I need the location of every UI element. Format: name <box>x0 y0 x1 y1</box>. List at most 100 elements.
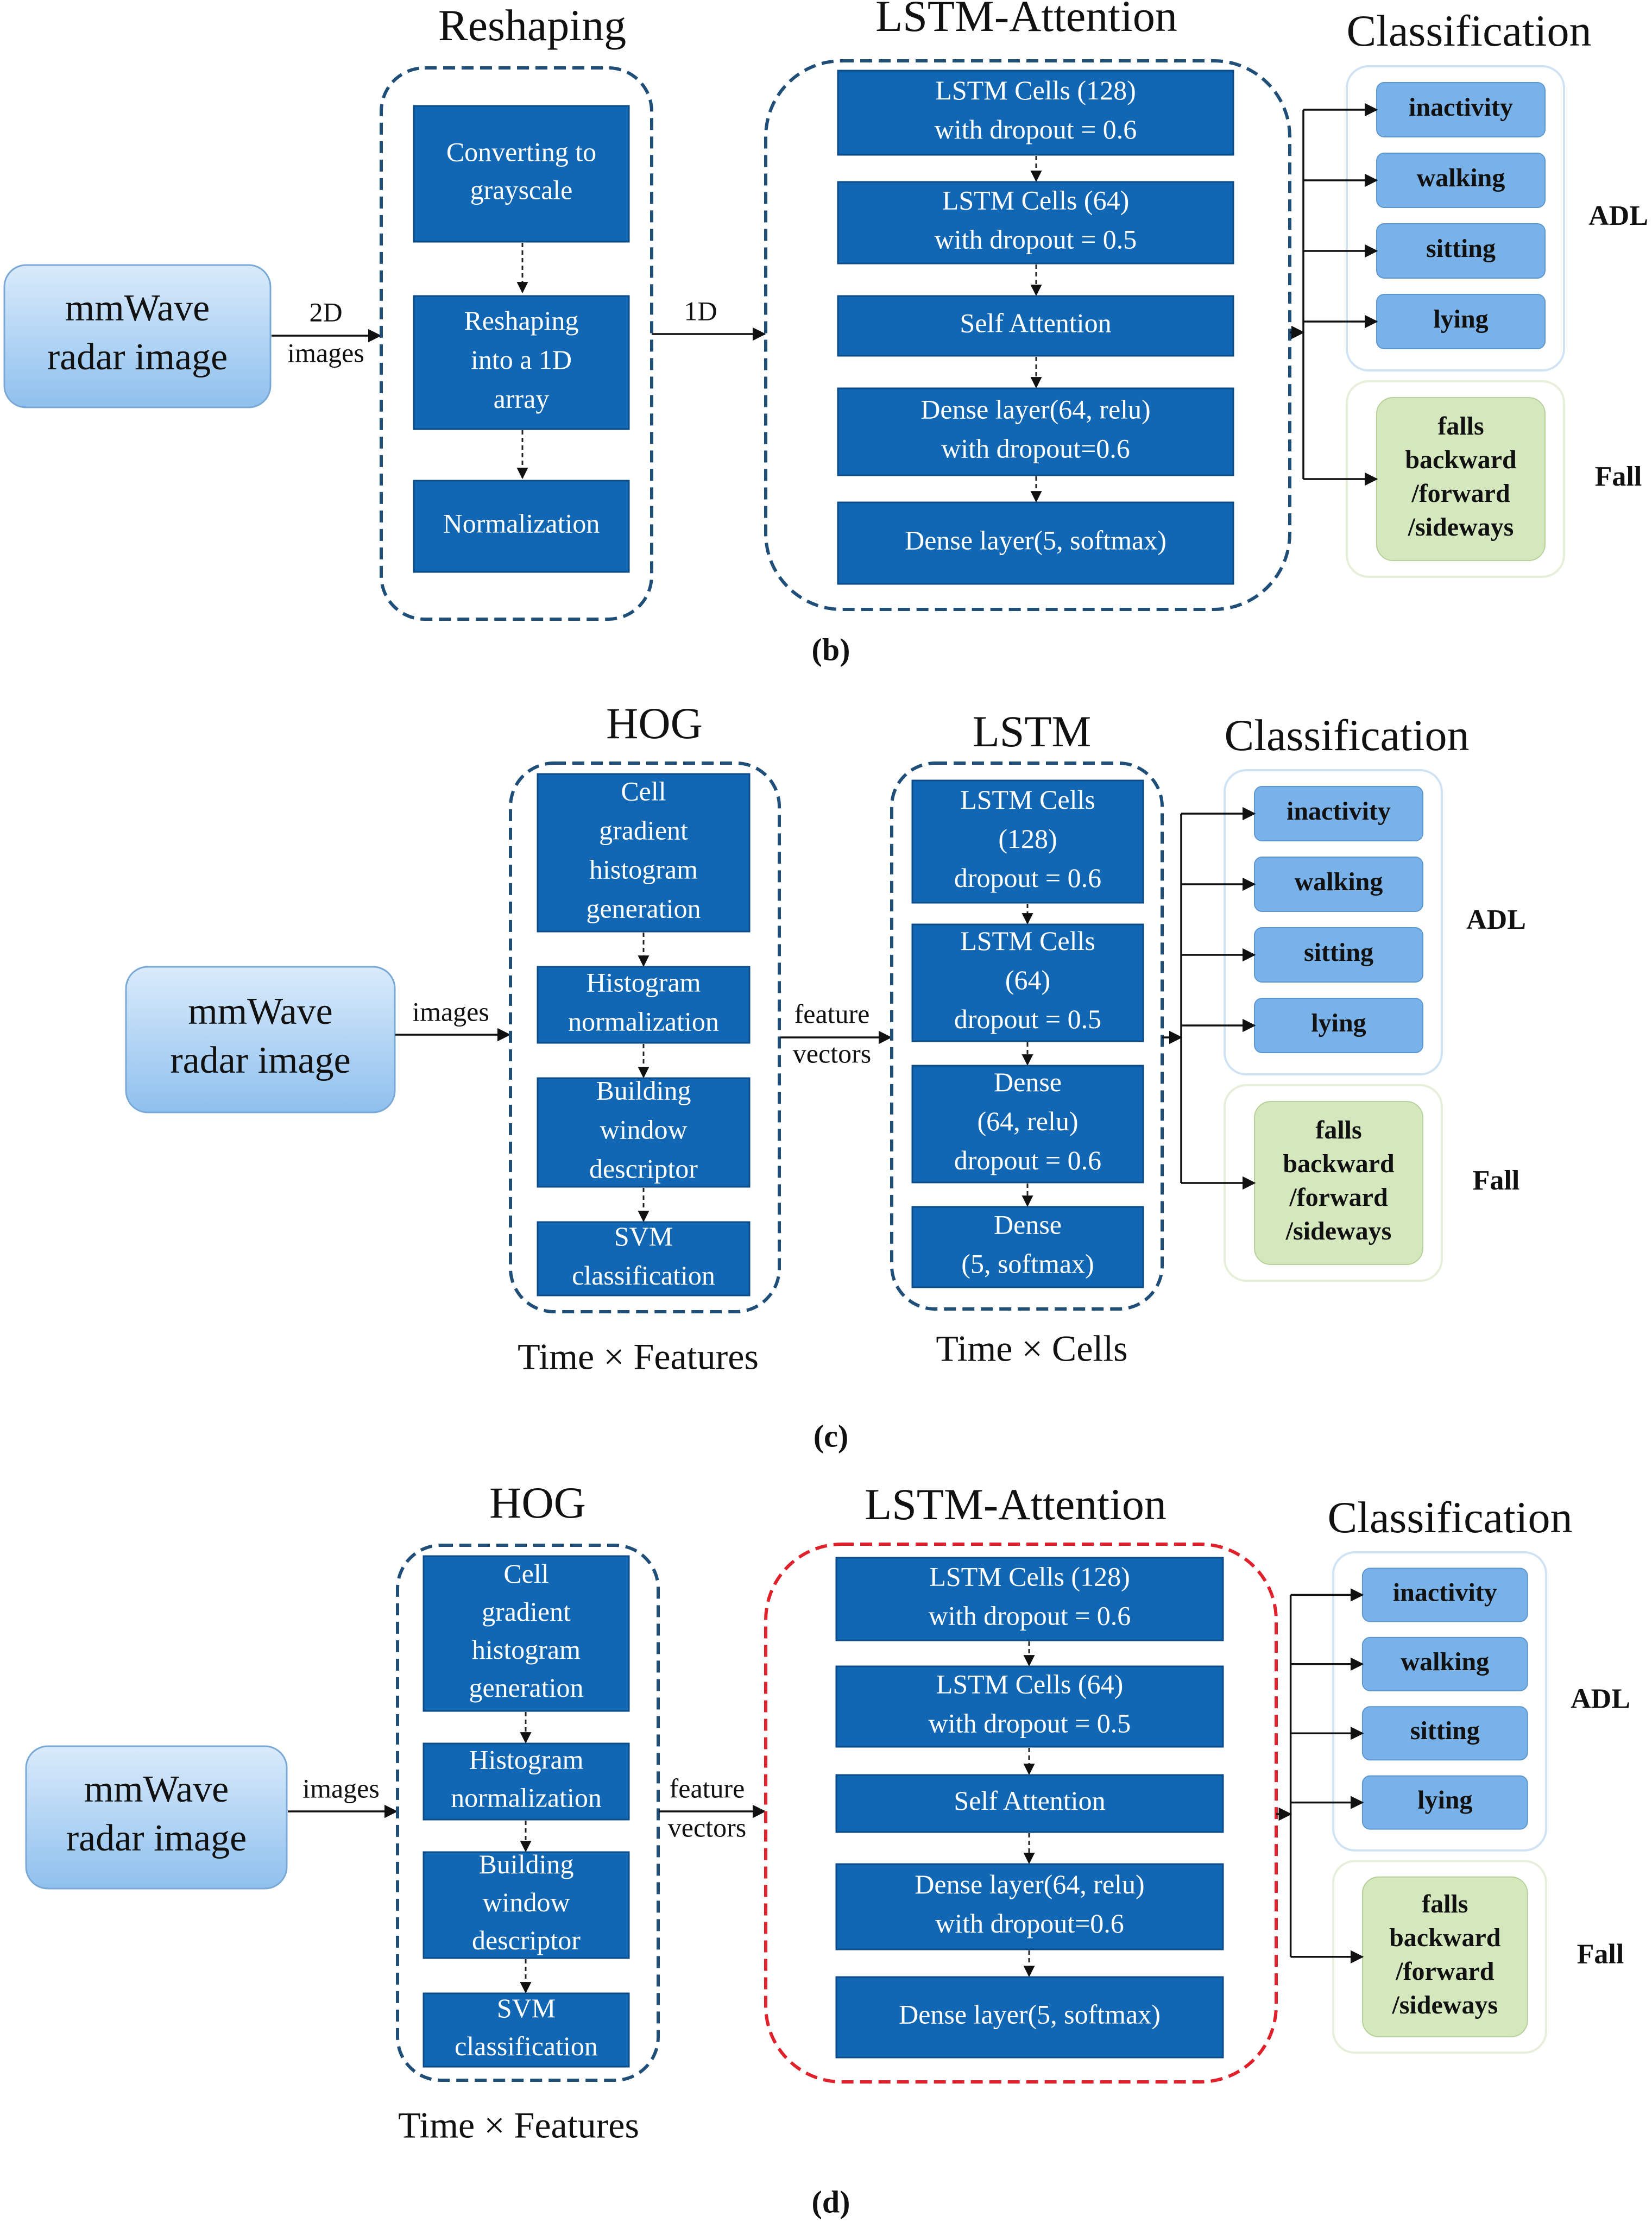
c-lstm-block-1-label: dropout = 0.5 <box>954 1004 1101 1034</box>
b-lstm-block-4-label: Dense layer(5, softmax) <box>905 525 1167 555</box>
b-reshaping-group <box>380 66 653 621</box>
d-arrow-features-label-0: feature <box>670 1773 745 1803</box>
d-hog-block-1-label: normalization <box>451 1782 602 1812</box>
c-hog-caption: Time × Features <box>518 1336 759 1377</box>
b-block-normalization <box>413 480 630 573</box>
d-hog-block-1-label: Histogram <box>469 1744 583 1774</box>
d-input-label: mmWave <box>84 1768 229 1810</box>
class-falls-label: /forward <box>1411 479 1510 508</box>
class-falls-label: backward <box>1283 1149 1395 1178</box>
class-walking-label: walking <box>1417 163 1505 192</box>
c-hog-group <box>509 761 781 1313</box>
b-input-label: radar image <box>47 336 228 378</box>
class-falls-label: backward <box>1405 445 1517 474</box>
d-panel-label: (d) <box>812 2184 850 2219</box>
d-lstm-block-3-label: with dropout=0.6 <box>935 1908 1124 1939</box>
class-lying-label: lying <box>1311 1009 1366 1037</box>
c-hog-block-3-label: classification <box>572 1260 715 1291</box>
b-lstm-block-0-label: with dropout = 0.6 <box>935 114 1137 144</box>
b-input-label: mmWave <box>65 287 210 329</box>
d-hog-block-0-label: Cell <box>503 1558 548 1589</box>
d-hog-block-2-label: Building <box>478 1849 573 1879</box>
b-block-reshape <box>413 295 630 430</box>
b-panel-label: (b) <box>812 632 850 667</box>
d-lstm-block-0-label: LSTM Cells (128) <box>929 1561 1130 1591</box>
class-falls-label: falls <box>1315 1116 1361 1144</box>
c-hog-block-0-label: Cell <box>621 776 666 806</box>
c-lstm-block-0-label: (128) <box>998 823 1057 854</box>
class-falls-label: /sideways <box>1285 1217 1392 1245</box>
c-hog-block-0-label: gradient <box>599 815 688 845</box>
d-lstm-block-3-label: Dense layer(64, relu) <box>915 1869 1144 1899</box>
fall-label: Fall <box>1577 1939 1624 1970</box>
c-panel-label: (c) <box>814 1418 848 1453</box>
b-lstm-block-0 <box>837 70 1234 156</box>
c-hog-block-1-label: normalization <box>568 1006 719 1036</box>
d-hog-block-0-label: histogram <box>472 1634 581 1665</box>
c-lstm-block-3-label: Dense <box>994 1209 1062 1239</box>
c-lstm-block-1-label: LSTM Cells <box>960 926 1095 956</box>
d-arrow-features-label-1: vectors <box>668 1812 746 1842</box>
class-inactivity-label: inactivity <box>1287 797 1391 826</box>
b-block-grayscale-label: grayscale <box>470 174 573 205</box>
d-lstm-block-4 <box>835 1976 1224 2059</box>
c-lstm-block-2 <box>911 1065 1144 1184</box>
d-hog-block-3 <box>423 1992 630 2068</box>
d-lstm-att-group <box>764 1543 1278 2084</box>
c-class-title: Classification <box>1225 710 1470 760</box>
class-walking-label: walking <box>1401 1647 1489 1676</box>
d-hog-group <box>396 1544 660 2082</box>
b-block-grayscale <box>413 105 630 243</box>
d-hog-block-2-label: window <box>482 1887 570 1917</box>
b-lstm-block-1-label: with dropout = 0.5 <box>935 224 1137 254</box>
d-input-label: radar image <box>66 1817 247 1859</box>
c-input <box>125 966 396 1113</box>
b-lstm-block-2 <box>837 295 1234 357</box>
c-hog-block-0-label: histogram <box>589 854 698 884</box>
b-lstm-att-group <box>764 59 1291 611</box>
c-arrow-features-label-1: vectors <box>793 1038 871 1068</box>
d-hog-title: HOG <box>489 1478 586 1527</box>
b-lstm-att-title: LSTM-Attention <box>875 0 1177 41</box>
class-sitting-label: sitting <box>1304 938 1373 967</box>
c-lstm-group <box>890 761 1164 1311</box>
d-lstm-block-0 <box>835 1557 1224 1641</box>
class-falls-label: /forward <box>1395 1957 1495 1986</box>
c-lstm-block-2-label: Dense <box>994 1067 1062 1097</box>
d-hog-block-3-label: SVM <box>497 1993 556 2023</box>
d-lstm-block-2 <box>835 1774 1224 1833</box>
b-lstm-block-2-label: Self Attention <box>960 307 1111 338</box>
d-hog-block-1 <box>423 1742 630 1821</box>
c-lstm-block-3 <box>911 1206 1144 1288</box>
b-lstm-block-1 <box>837 181 1234 265</box>
d-hog-block-2-label: descriptor <box>472 1925 581 1955</box>
c-lstm-block-2-label: (64, relu) <box>977 1106 1078 1136</box>
d-class-title: Classification <box>1328 1493 1573 1542</box>
c-hog-block-2-label: Building <box>596 1075 691 1105</box>
c-lstm-block-1 <box>911 923 1144 1042</box>
class-falls-label: /sideways <box>1408 513 1514 542</box>
c-lstm-block-0 <box>911 779 1144 904</box>
b-class-title: Classification <box>1347 6 1592 55</box>
b-block-normalization-label: Normalization <box>443 508 600 538</box>
adl-label: ADL <box>1571 1683 1630 1714</box>
c-hog-block-1 <box>537 966 751 1044</box>
c-lstm-block-1-label: (64) <box>1005 965 1050 995</box>
c-hog-title: HOG <box>606 698 703 748</box>
c-lstm-block-3-label: (5, softmax) <box>961 1248 1094 1279</box>
d-lstm-att-title: LSTM-Attention <box>865 1480 1167 1529</box>
d-lstm-block-4-label: Dense layer(5, softmax) <box>899 1999 1161 2029</box>
c-hog-block-0-label: generation <box>586 893 701 923</box>
class-falls-label: /sideways <box>1391 1991 1498 2019</box>
adl-label: ADL <box>1588 200 1648 231</box>
d-lstm-block-1-label: LSTM Cells (64) <box>936 1669 1123 1699</box>
b-arrow-2d-label: 2D <box>309 297 342 327</box>
c-lstm-title: LSTM <box>973 707 1092 756</box>
b-lstm-block-0-label: LSTM Cells (128) <box>935 75 1136 105</box>
b-lstm-block-3-label: with dropout=0.6 <box>941 433 1130 463</box>
class-lying-label: lying <box>1417 1786 1472 1815</box>
d-arrow-images-label: images <box>302 1773 380 1803</box>
d-hog-block-0-label: generation <box>469 1672 583 1703</box>
d-lstm-block-1-label: with dropout = 0.5 <box>929 1708 1131 1738</box>
b-block-reshape-label: Reshaping <box>464 305 578 336</box>
